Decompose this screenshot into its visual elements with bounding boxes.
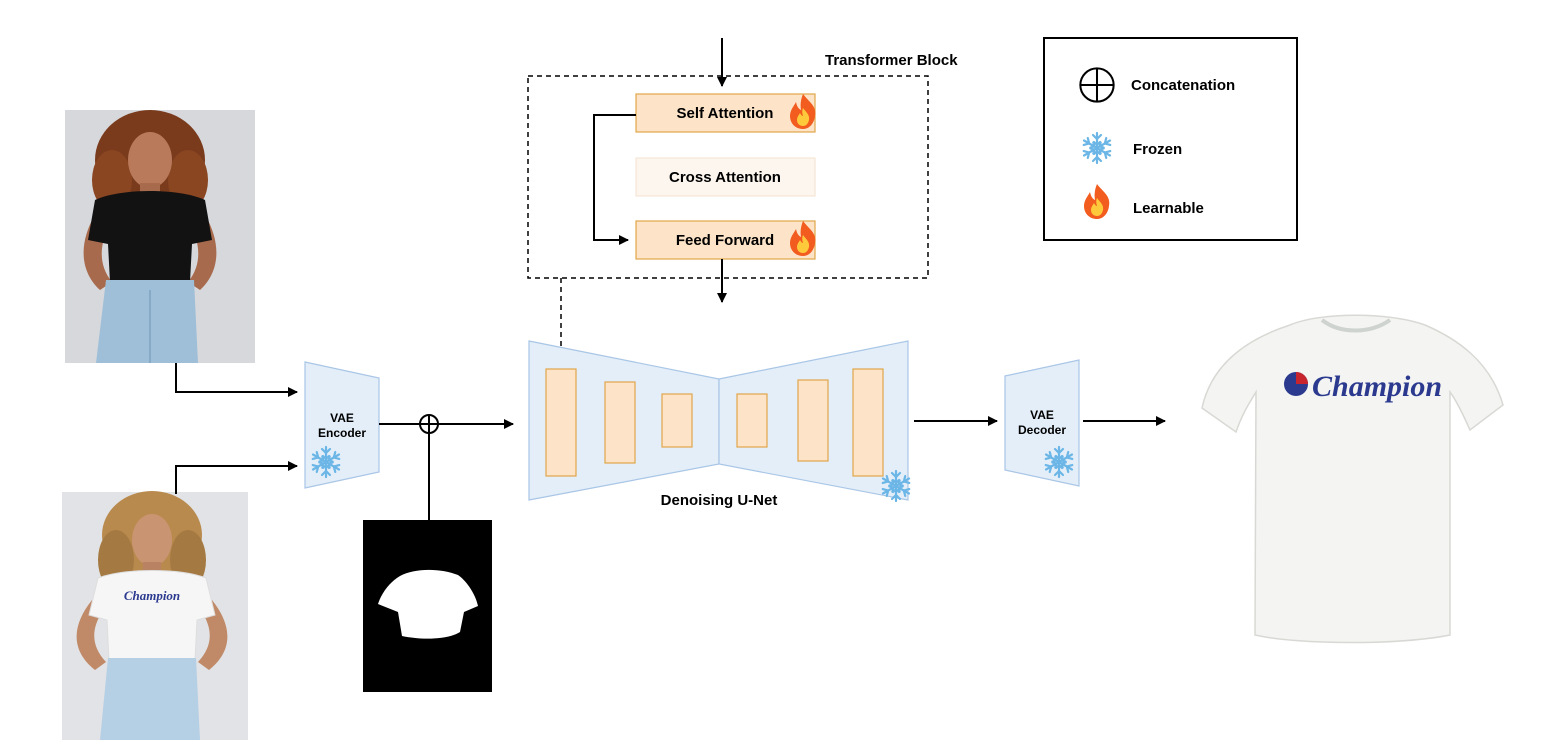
legend-frozen-label: Frozen	[1133, 141, 1182, 158]
legend-item-frozen: Frozen	[1080, 131, 1182, 165]
person-photo-black-tshirt	[65, 110, 255, 363]
feed-forward-block	[635, 220, 816, 260]
garment-mask-image	[363, 520, 492, 692]
person-tshirt-logo: Champion	[124, 588, 180, 603]
legend-learnable-label: Learnable	[1133, 200, 1204, 217]
output-garment-logo: Champion	[1312, 370, 1442, 403]
vae-decoder: VAE Decoder	[1004, 359, 1080, 487]
vae-encoder-label-line2: Encoder	[318, 426, 366, 440]
output-garment-image: Champion	[1201, 314, 1504, 644]
cross-attention-block	[635, 157, 816, 197]
transformer-block: Transformer Block Self Attention Cross A…	[527, 38, 958, 358]
vae-encoder: VAE Encoder	[304, 361, 380, 489]
unet-label: Denoising U-Net	[661, 492, 778, 509]
cross-attention-label: Cross Attention	[669, 169, 781, 186]
legend-item-concatenation: Concatenation	[1079, 67, 1235, 103]
transformer-block-title: Transformer Block	[825, 52, 958, 69]
vae-decoder-label-line1: VAE	[1030, 408, 1054, 422]
legend-concatenation-label: Concatenation	[1131, 77, 1235, 94]
self-attention-label: Self Attention	[677, 105, 774, 122]
denoising-unet: Denoising U-Net	[528, 340, 913, 509]
legend: Concatenation Frozen Learnable	[1043, 37, 1298, 241]
person-photo-white-tshirt: Champion	[62, 491, 248, 740]
legend-item-learnable: Learnable	[1084, 184, 1204, 219]
connectors	[175, 363, 1166, 520]
feed-forward-label: Feed Forward	[676, 232, 774, 249]
concatenation-node-icon	[419, 414, 439, 434]
vae-encoder-label-line1: VAE	[330, 411, 354, 425]
vae-decoder-label-line2: Decoder	[1018, 423, 1066, 437]
